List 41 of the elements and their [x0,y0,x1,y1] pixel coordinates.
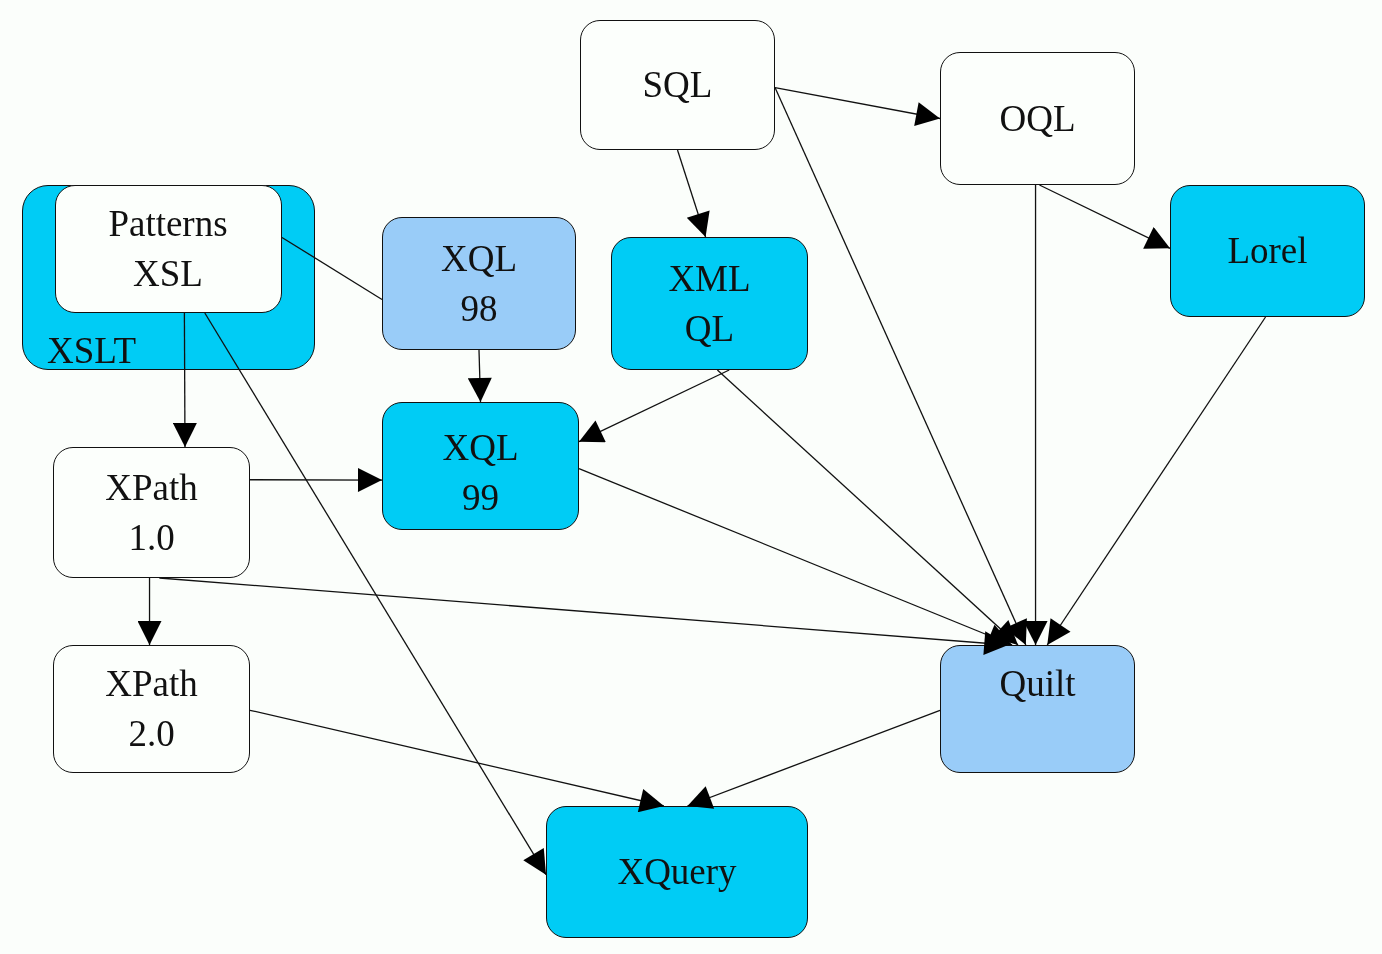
node-label: Lorel [1226,229,1309,274]
arrow [204,312,547,876]
arrow [137,577,162,646]
node-label: XPath 1.0 [104,465,199,560]
process-box [54,184,282,313]
arrow [774,86,941,126]
arrow [716,369,1019,646]
arrow [249,468,383,492]
arrow [1046,316,1267,646]
arrow [1023,184,1048,646]
node-label: XPath 2.0 [104,662,199,756]
arrow [158,577,1009,656]
arrow [578,369,730,443]
process-box [53,645,250,773]
process-box [1170,185,1365,317]
process-box [382,217,576,350]
process-box [940,645,1135,773]
process-box [580,20,775,150]
node-label: XML QL [667,256,752,351]
arrow [172,312,197,448]
arrow [686,709,941,809]
process-box [611,237,808,370]
node-label: XQL 98 [439,236,518,331]
arrow [578,467,1013,648]
arrow [1038,184,1171,249]
arrow [676,149,710,238]
node-label: XQuery [616,850,738,895]
group-box [22,185,315,370]
node-label: XQL 99 [441,426,520,520]
process-box [940,52,1135,185]
arrow [249,709,665,813]
process-box [382,402,579,530]
process-box [53,447,250,578]
arrow [774,86,1027,646]
process-box [546,806,808,938]
node-label: Patterns XSL [107,201,229,296]
arrow [467,349,492,403]
node-label: SQL [641,63,714,108]
group-label: XSLT [46,332,138,369]
node-label: Quilt [998,662,1077,707]
node-label: OQL [998,96,1077,141]
